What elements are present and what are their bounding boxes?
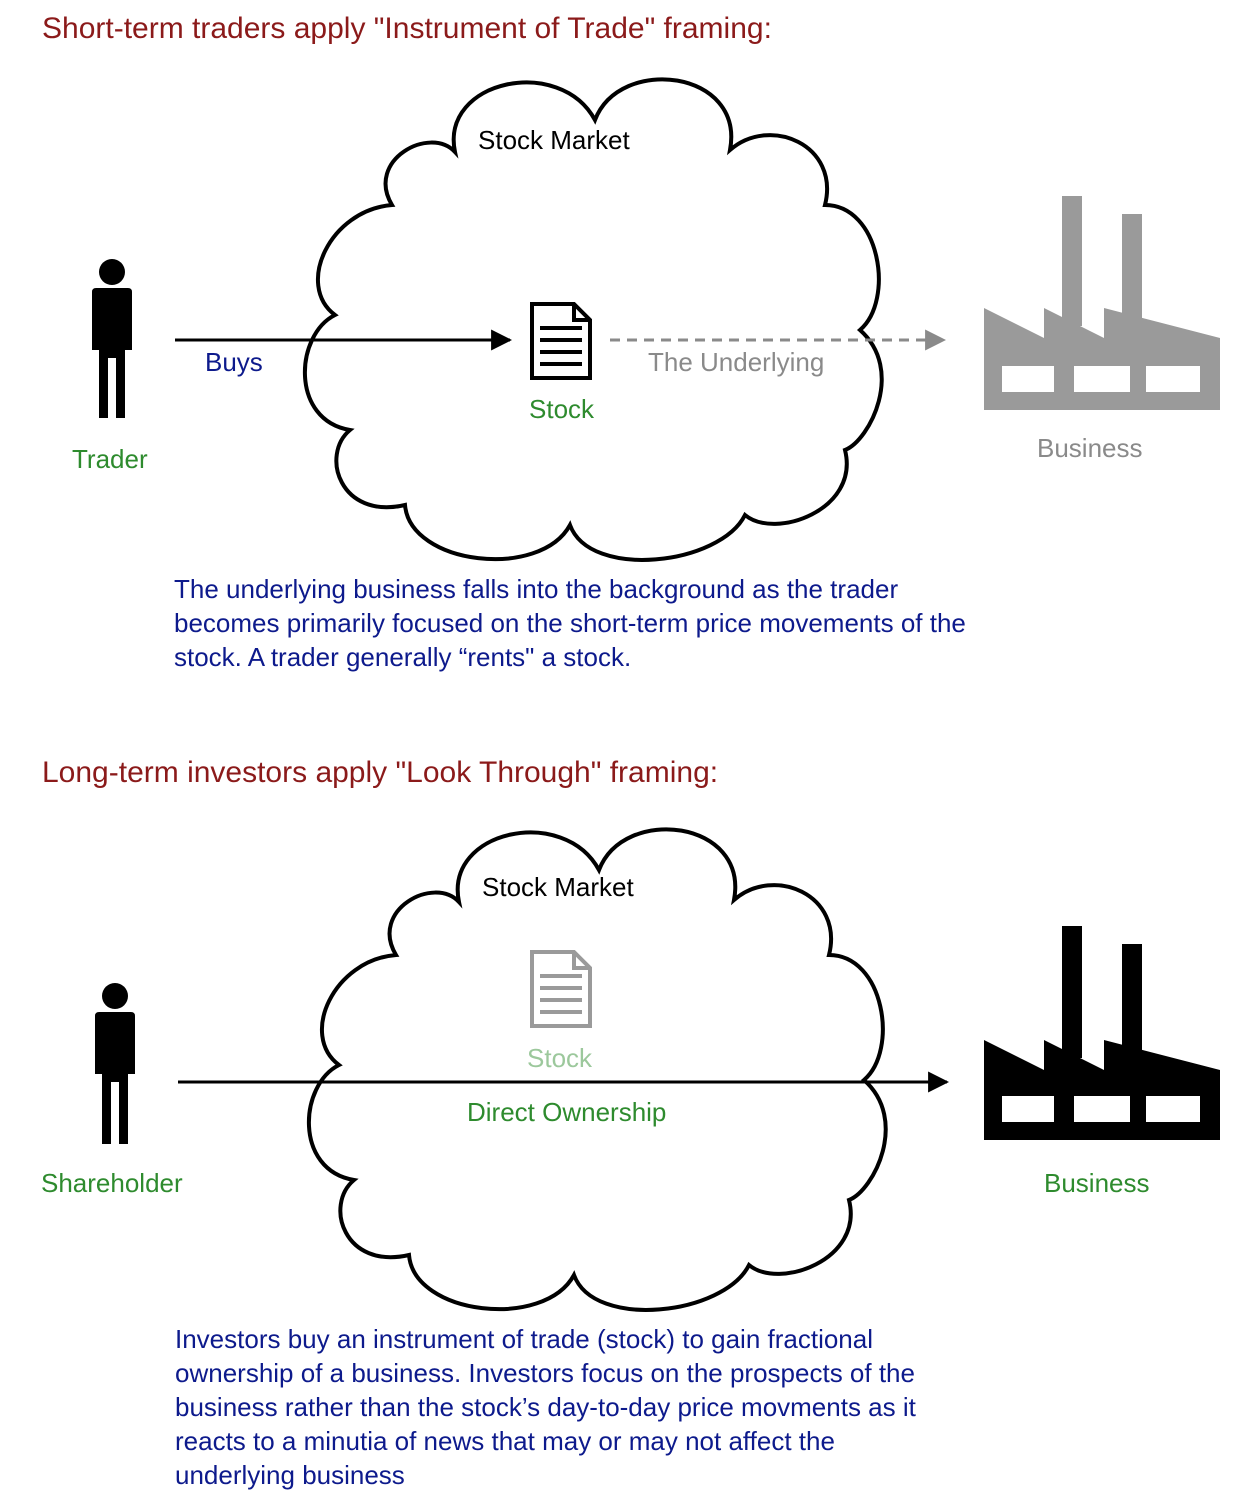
factory-icon (984, 196, 1220, 410)
direct-ownership-label: Direct Ownership (467, 1097, 667, 1127)
trader-label: Trader (72, 444, 148, 474)
stock-market-cloud-1 (303, 77, 884, 562)
person-icon (92, 259, 132, 418)
section2-paragraph: Investors buy an instrument of trade (st… (175, 1324, 916, 1490)
buys-label: Buys (205, 347, 263, 377)
stock-label-1: Stock (529, 394, 595, 424)
business-label-1: Business (1037, 433, 1143, 463)
stock-market-label-2: Stock Market (482, 872, 634, 902)
stock-label-2: Stock (527, 1043, 593, 1073)
section2-heading: Long-term investors apply "Look Through"… (42, 756, 719, 789)
section1-heading: Short-term traders apply "Instrument of … (42, 12, 772, 45)
factory-icon (984, 926, 1220, 1140)
document-icon (530, 950, 592, 1028)
stock-market-cloud-2 (307, 827, 888, 1312)
underlying-label: The Underlying (648, 347, 825, 377)
section1-paragraph: The underlying business falls into the b… (174, 574, 966, 672)
shareholder-label: Shareholder (41, 1168, 183, 1198)
person-icon (95, 983, 135, 1144)
stock-market-label-1: Stock Market (478, 125, 630, 155)
business-label-2: Business (1044, 1168, 1150, 1198)
document-icon (530, 302, 592, 380)
